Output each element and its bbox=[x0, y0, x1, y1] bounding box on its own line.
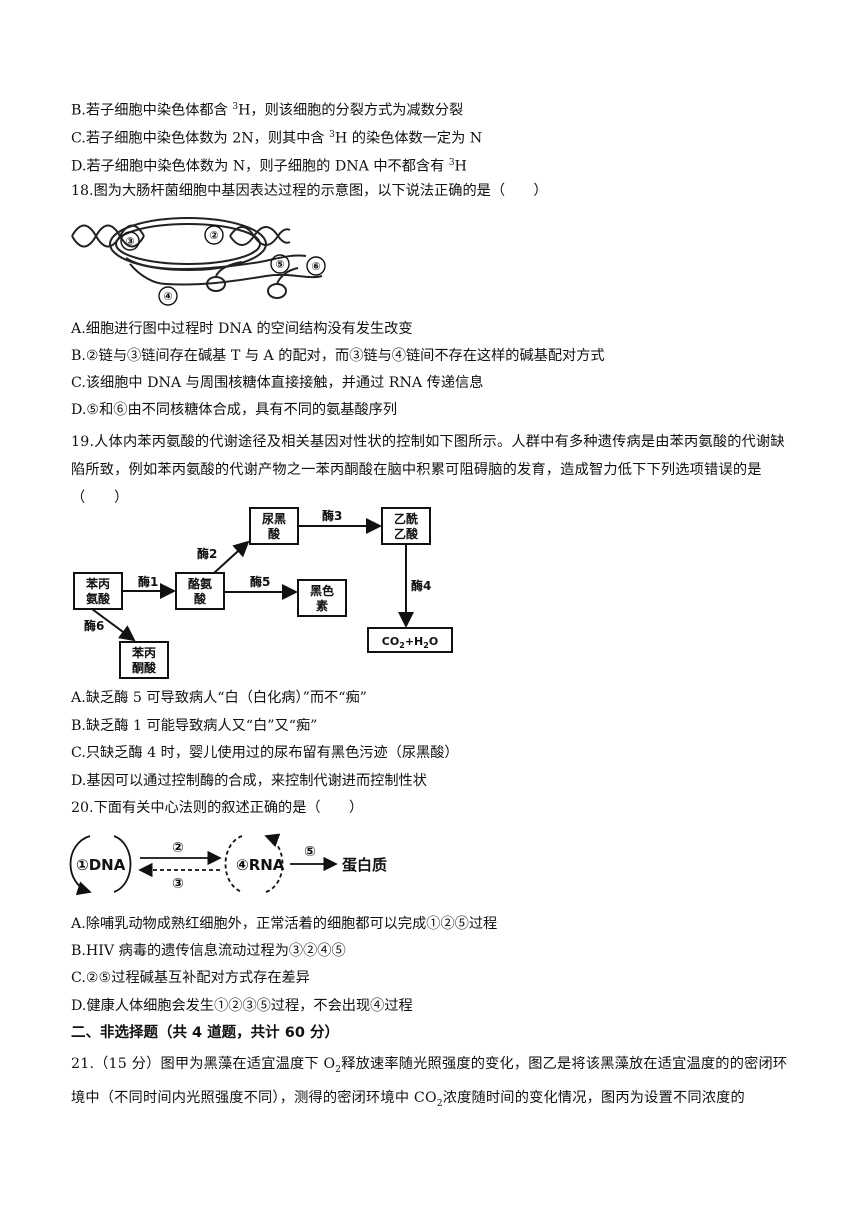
q17-option-b: B.若子细胞中染色体都含 3H，则该细胞的分裂方式为减数分裂 bbox=[71, 102, 464, 119]
dna-label: ①DNA bbox=[76, 856, 126, 874]
protein-label: 蛋白质 bbox=[342, 856, 387, 874]
enzyme-4: 酶4 bbox=[411, 578, 431, 593]
q18-stem: 18.图为大肠杆菌细胞中基因表达过程的示意图，以下说法正确的是（ ） bbox=[71, 183, 548, 199]
tyr-line2: 酸 bbox=[194, 591, 207, 606]
hga-line1: 尿黑 bbox=[262, 511, 286, 526]
q18-label-5: ⑤ bbox=[275, 258, 284, 271]
q18-label-6: ⑥ bbox=[311, 260, 320, 273]
ppa-line1: 苯丙 bbox=[131, 645, 156, 660]
q19-option-a: A.缺乏酶 5 可导致病人“白（白化病）”而不“痴” bbox=[71, 690, 367, 706]
q18-label-3: ③ bbox=[125, 235, 134, 248]
q17-option-c: C.若子细胞中染色体数为 2N，则其中含 3H 的染色体数一定为 N bbox=[71, 130, 483, 147]
q20-option-c: C.②⑤过程碱基互补配对方式存在差异 bbox=[71, 970, 310, 986]
q20-option-b: B.HIV 病毒的遗传信息流动过程为③②④⑤ bbox=[71, 943, 346, 959]
q20-option-d: D.健康人体细胞会发生①②③⑤过程，不会出现④过程 bbox=[71, 998, 413, 1014]
q18-option-d: D.⑤和⑥由不同核糖体合成，具有不同的氨基酸序列 bbox=[71, 402, 398, 418]
q18-label-4: ④ bbox=[163, 290, 172, 303]
q19-option-b: B.缺乏酶 1 可能导致病人又“白”又“痴” bbox=[71, 718, 318, 734]
q19-metabolism-diagram: 苯丙 氨酸 酪氨 酸 尿黑 酸 乙酰 乙酸 黑色 素 苯丙 酮酸 CO2+H2O… bbox=[73, 507, 453, 679]
tyr-line1: 酪氨 bbox=[188, 576, 212, 591]
enzyme-3: 酶3 bbox=[322, 508, 342, 523]
enzyme-2: 酶2 bbox=[197, 546, 217, 561]
mel-line2: 素 bbox=[316, 598, 328, 613]
q18-gene-expression-diagram: ③ ② ⑤ ⑥ ④ bbox=[71, 217, 326, 306]
process-5-label: ⑤ bbox=[304, 844, 316, 860]
mel-line1: 黑色 bbox=[310, 583, 334, 598]
q18-label-2: ② bbox=[209, 229, 218, 242]
section-2-heading: 二、非选择题（共 4 道题，共计 60 分） bbox=[71, 1025, 339, 1041]
q17-option-d: D.若子细胞中染色体数为 N，则子细胞的 DNA 中不都含有 3H bbox=[71, 158, 467, 175]
co2-h2o: CO2+H2O bbox=[382, 635, 438, 650]
phe-line2: 氨酸 bbox=[86, 591, 111, 606]
q18-option-c: C.该细胞中 DNA 与周围核糖体直接接触，并通过 RNA 传递信息 bbox=[71, 375, 484, 391]
q21-stem: 21.（15 分）图甲为黑藻在适宜温度下 O2释放速率随光照强度的变化，图乙是将… bbox=[71, 1056, 788, 1109]
q18-option-b: B.②链与③链间存在碱基 T 与 A 的配对，而③链与④链间不存在这样的碱基配对… bbox=[71, 348, 605, 364]
enzyme-1: 酶1 bbox=[138, 574, 158, 589]
aaa-line2: 乙酸 bbox=[394, 526, 419, 541]
process-3-label: ③ bbox=[172, 876, 184, 892]
aaa-line1: 乙酰 bbox=[394, 511, 418, 526]
rna-label: ④RNA bbox=[236, 856, 285, 874]
q19-stem: 19.人体内苯丙氨酸的代谢途径及相关基因对性状的控制如下图所示。人群中有多种遗传… bbox=[71, 434, 785, 506]
enzyme-5: 酶5 bbox=[250, 574, 270, 589]
process-2-label: ② bbox=[172, 840, 184, 856]
q18-option-a: A.细胞进行图中过程时 DNA 的空间结构没有发生改变 bbox=[71, 321, 413, 337]
phe-line1: 苯丙 bbox=[85, 576, 110, 591]
q19-option-d: D.基因可以通过控制酶的合成，来控制代谢进而控制性状 bbox=[71, 773, 427, 789]
q20-stem: 20.下面有关中心法则的叙述正确的是（ ） bbox=[71, 800, 364, 816]
q20-option-a: A.除哺乳动物成熟红细胞外，正常活着的细胞都可以完成①②⑤过程 bbox=[71, 916, 498, 932]
ppa-line2: 酮酸 bbox=[132, 660, 157, 675]
hga-line2: 酸 bbox=[268, 526, 281, 541]
enzyme-6: 酶6 bbox=[84, 618, 104, 633]
q20-central-dogma-diagram: ①DNA ④RNA 蛋白质 ② ③ ⑤ bbox=[69, 833, 387, 896]
q19-option-c: C.只缺乏酶 4 时，婴儿使用过的尿布留有黑色污迹（尿黑酸） bbox=[71, 745, 459, 761]
